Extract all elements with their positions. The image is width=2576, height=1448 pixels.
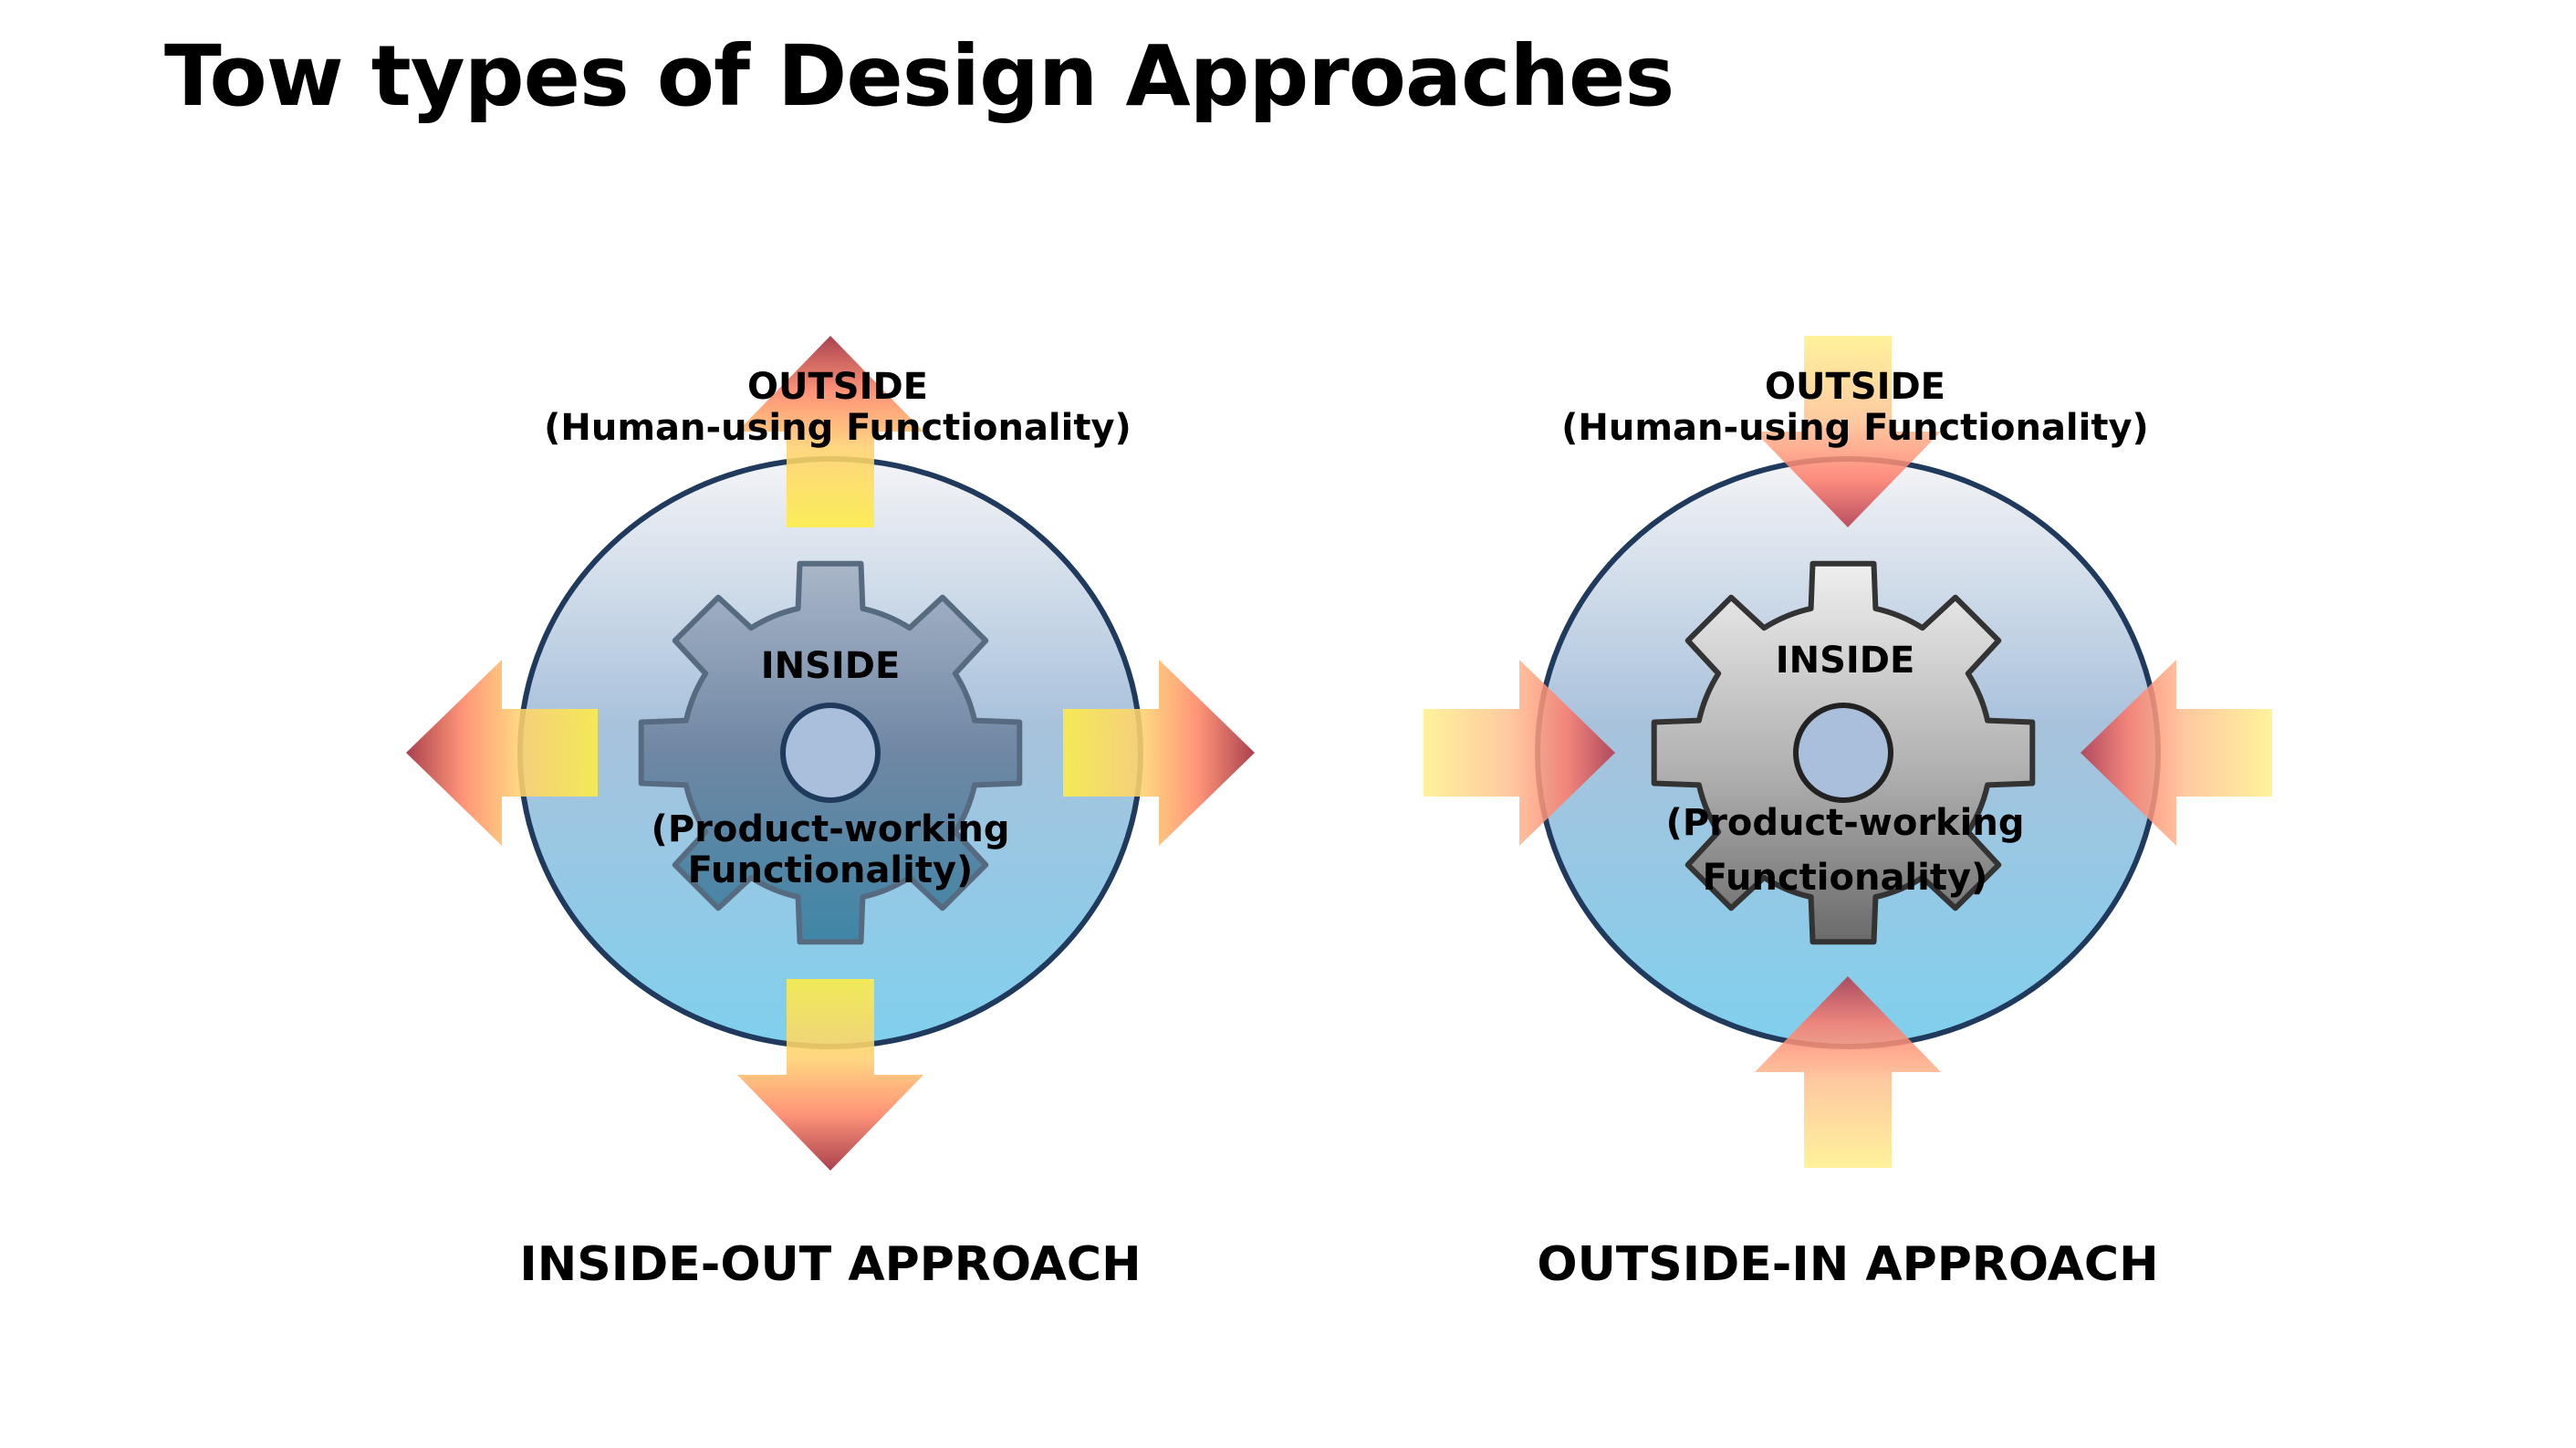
arrow-right-in [1424, 660, 1615, 846]
panel-caption: OUTSIDE-IN APPROACH [1537, 1237, 2158, 1292]
inside-sublabel-line2: Functionality) [688, 849, 974, 891]
arrow-left [406, 660, 598, 846]
inside-sublabel-line2: Functionality) [1703, 857, 1988, 899]
inside-sublabel-line1: (Product-working [1666, 802, 2025, 844]
gear-hole [780, 703, 881, 803]
outside-sublabel: (Human-using Functionality) [544, 407, 1132, 449]
arrow-up-in [1755, 976, 1941, 1168]
slide-title: Tow types of Design Approaches [164, 27, 1674, 125]
gear-hole [1793, 703, 1893, 803]
arrow-right [1063, 660, 1255, 846]
arrow-left-in [2081, 660, 2272, 846]
panel-inside-out: OUTSIDE (Human-using Functionality) INSI… [406, 336, 1255, 1292]
inside-sublabel-line1: (Product-working [652, 808, 1010, 850]
panel-outside-in: OUTSIDE (Human-using Functionality) INSI… [1424, 336, 2272, 1292]
outside-label: OUTSIDE [747, 366, 928, 408]
arrow-up [737, 336, 923, 527]
inside-label: INSIDE [1776, 640, 1915, 682]
outside-sublabel: (Human-using Functionality) [1561, 407, 2149, 449]
panel-caption: INSIDE-OUT APPROACH [519, 1237, 1141, 1292]
outside-label: OUTSIDE [1765, 366, 1945, 408]
arrow-down [737, 979, 923, 1171]
inside-label: INSIDE [761, 645, 901, 687]
arrow-down-in [1755, 336, 1941, 527]
